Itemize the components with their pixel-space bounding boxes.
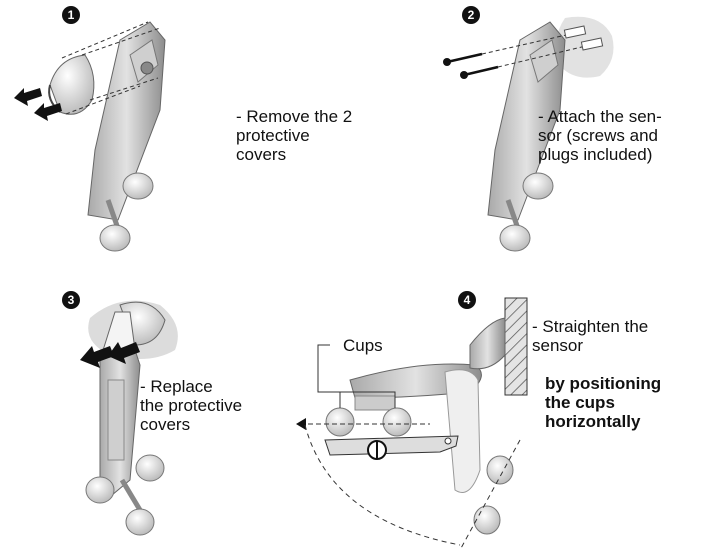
step1-badge: 1 bbox=[62, 6, 80, 24]
step3-badge: 3 bbox=[62, 291, 80, 309]
arrow-icon bbox=[34, 103, 62, 121]
step2-caption: - Attach the sen- sor (screws and plugs … bbox=[538, 107, 662, 164]
step4-caption-bold: by positioning the cups horizontally bbox=[545, 374, 661, 431]
step3-caption: - Replace the protective covers bbox=[140, 377, 242, 434]
wall bbox=[505, 298, 527, 395]
step4-caption: - Straighten the sensor by positioning t… bbox=[532, 298, 661, 431]
step1-illustration bbox=[14, 22, 165, 251]
arrow-icon bbox=[14, 88, 42, 106]
step2-badge: 2 bbox=[462, 6, 480, 24]
step4-badge: 4 bbox=[458, 291, 476, 309]
step4-illustration bbox=[296, 298, 527, 550]
step4-caption-text: - Straighten the sensor bbox=[532, 317, 648, 355]
cups-label: Cups bbox=[343, 336, 383, 355]
step1-caption: - Remove the 2 protective covers bbox=[236, 107, 352, 164]
